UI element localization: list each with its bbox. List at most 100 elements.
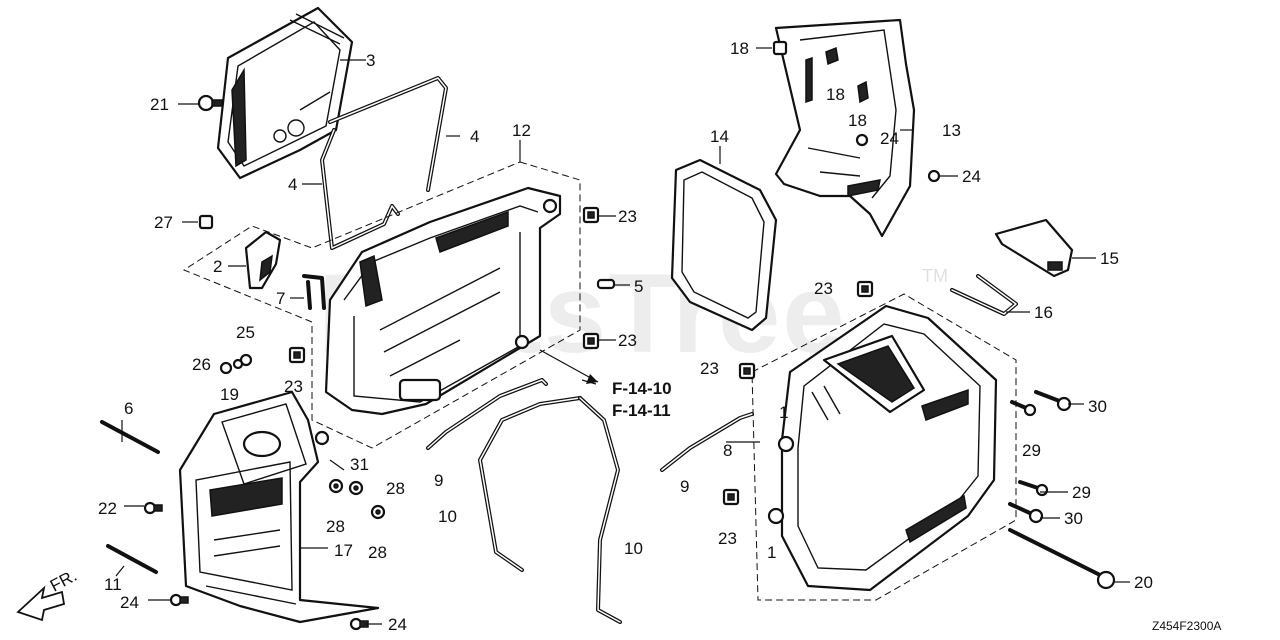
- callout-7: 7: [276, 289, 285, 308]
- callout-14: 14: [710, 127, 729, 146]
- callout-5: 5: [634, 277, 643, 296]
- part-15-lid[interactable]: [994, 218, 1074, 278]
- callout-23-b: 23: [618, 331, 637, 350]
- callout-4-left: 4: [288, 175, 297, 194]
- part-1-grommet-b[interactable]: [767, 507, 785, 525]
- part-24-screw-d[interactable]: [927, 169, 941, 183]
- callout-26: 26: [192, 355, 211, 374]
- callout-1-top: 1: [779, 403, 788, 422]
- callout-27: 27: [154, 213, 173, 232]
- part-3-filter-cover[interactable]: [216, 6, 354, 180]
- callout-23-f: 23: [718, 529, 737, 548]
- watermark-trademark: TM: [922, 266, 948, 286]
- part-19-washer[interactable]: [232, 358, 244, 370]
- part-23-clip-b[interactable]: [582, 332, 600, 350]
- reference-arrow: [539, 349, 599, 384]
- callout-23-a: 23: [618, 207, 637, 226]
- reference-f-14-11: F-14-11: [612, 401, 671, 420]
- part-23-clip-c[interactable]: [288, 346, 306, 364]
- callout-24-bottom-left: 24: [120, 593, 139, 612]
- callout-30-bottom: 30: [1064, 509, 1083, 528]
- callout-29-bottom: 29: [1072, 483, 1091, 502]
- part-10-rod-b[interactable]: [578, 396, 622, 624]
- callout-13: 13: [942, 121, 961, 140]
- part-12-boundary: [182, 161, 581, 449]
- callout-28-right: 28: [386, 479, 405, 498]
- reference-f-14-10: F-14-10: [612, 379, 672, 398]
- part-12-frame[interactable]: [324, 186, 562, 416]
- callout-29-top: 29: [1022, 441, 1041, 460]
- part-20-long-bolt[interactable]: [1008, 528, 1116, 590]
- part-9-rod-a[interactable]: [426, 378, 548, 450]
- callout-24-bottom: 24: [388, 615, 407, 634]
- callout-19: 19: [220, 385, 239, 404]
- part-5-bushing[interactable]: [596, 278, 616, 290]
- callout-23-d: 23: [814, 279, 833, 298]
- callout-15: 15: [1100, 249, 1119, 268]
- callout-6: 6: [124, 399, 133, 418]
- callout-21: 21: [150, 95, 169, 114]
- part-30-bolt-b[interactable]: [1008, 502, 1044, 524]
- part-4-seal[interactable]: [320, 76, 448, 250]
- part-29-bolt-b[interactable]: [1018, 480, 1049, 497]
- part-24-screw-c[interactable]: [855, 133, 869, 147]
- diagram-code: Z454F2300A: [1152, 619, 1221, 633]
- callout-24-right: 24: [962, 167, 981, 186]
- callout-9-right: 9: [680, 477, 689, 496]
- part-23-clip-f[interactable]: [722, 488, 740, 506]
- callout-20: 20: [1134, 573, 1153, 592]
- callout-25: 25: [236, 323, 255, 342]
- part-17-front-panel[interactable]: [178, 390, 380, 624]
- callout-10-left: 10: [438, 507, 457, 526]
- callout-1-bottom: 1: [767, 543, 776, 562]
- callout-16: 16: [1034, 303, 1053, 322]
- callout-3: 3: [366, 51, 375, 70]
- part-10-rod-a[interactable]: [478, 396, 582, 572]
- part-14-gasket[interactable]: [670, 158, 778, 332]
- part-22-screw[interactable]: [143, 501, 163, 515]
- callout-4-right: 4: [470, 127, 479, 146]
- part-6-strip[interactable]: [100, 420, 160, 454]
- part-11-strip[interactable]: [106, 544, 158, 574]
- part-18-pad-a[interactable]: [772, 40, 788, 56]
- callout-10-right: 10: [624, 539, 643, 558]
- callout-31: 31: [350, 455, 369, 474]
- callout-22: 22: [98, 499, 117, 518]
- part-28-nut-a[interactable]: [328, 478, 344, 494]
- part-2-bracket[interactable]: [244, 230, 282, 290]
- callout-17: 17: [334, 541, 353, 560]
- part-8-side-panel[interactable]: [780, 304, 998, 592]
- part-13-top-cover[interactable]: [774, 18, 916, 238]
- callout-28-bottom: 28: [368, 543, 387, 562]
- part-1-grommet-a[interactable]: [777, 435, 795, 453]
- part-23-clip-d[interactable]: [856, 280, 874, 298]
- part-23-clip-a[interactable]: [582, 206, 600, 224]
- part-23-clip-e[interactable]: [738, 362, 756, 380]
- front-direction-arrow: [16, 585, 66, 622]
- part-8-boundary: [751, 293, 1017, 601]
- callout-28-left: 28: [326, 517, 345, 536]
- part-9-rod-b[interactable]: [660, 412, 754, 472]
- callout-18-top: 18: [730, 39, 749, 58]
- front-label: FR.: [47, 566, 80, 596]
- part-21-screw[interactable]: [197, 94, 223, 112]
- leader-lines: [115, 47, 1130, 625]
- part-28-nut-b[interactable]: [348, 480, 364, 496]
- part-27-clip[interactable]: [198, 214, 214, 230]
- callout-18-lower: 18: [848, 111, 867, 130]
- callout-2: 2: [213, 257, 222, 276]
- part-16-rod[interactable]: [950, 274, 1018, 316]
- part-28-nut-c[interactable]: [370, 504, 386, 520]
- part-30-bolt-a[interactable]: [1034, 390, 1072, 412]
- callout-30-top: 30: [1088, 397, 1107, 416]
- callout-18-middle: 18: [826, 85, 845, 104]
- part-26-screw[interactable]: [219, 361, 233, 375]
- part-29-bolt-a[interactable]: [1010, 400, 1037, 417]
- callout-11: 11: [104, 575, 122, 594]
- callout-24-center: 24: [880, 129, 899, 148]
- part-7-pin[interactable]: [302, 274, 326, 310]
- part-24-screw-a[interactable]: [169, 593, 189, 607]
- callout-9-left: 9: [434, 471, 443, 490]
- callout-23-e: 23: [700, 359, 719, 378]
